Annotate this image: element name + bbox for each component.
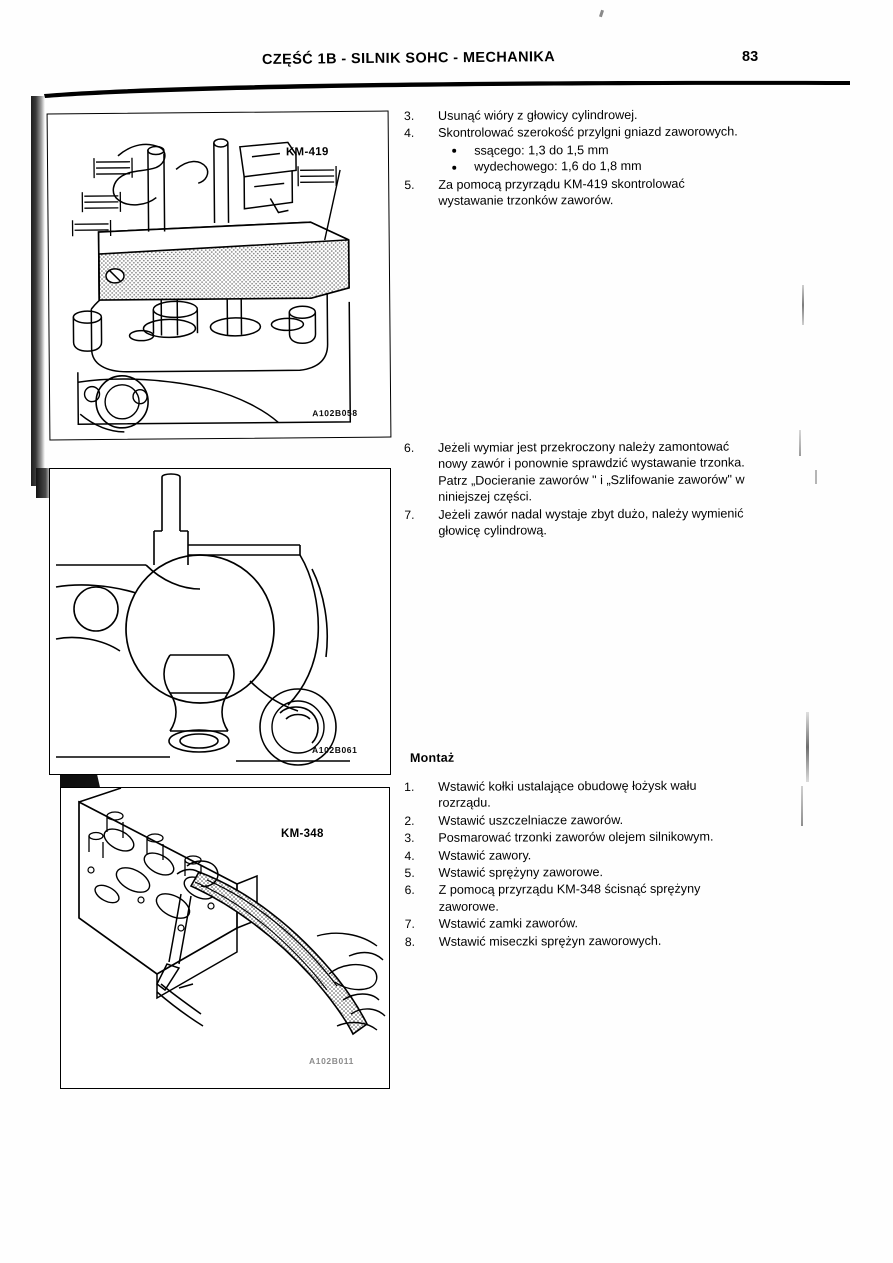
list-item: 7. Jeżeli zawór nadal wystaje zbyt dużo,…	[396, 505, 866, 540]
inspection-step-list: 3. Usunąć wióry z głowicy cylindrowej. 4…	[396, 106, 866, 210]
figure-valve-stem-section: A102B061	[49, 468, 391, 775]
step-text: Wstawić uszczelniacze zaworów.	[438, 812, 624, 828]
figure-3-illustration	[78, 788, 386, 1036]
section-heading-montaz: Montaż	[409, 750, 455, 765]
replacement-step-list: 6. Jeżeli wymiar jest przekroczony należ…	[396, 438, 866, 539]
scan-artifact-streak	[799, 430, 801, 456]
scan-artifact-streak	[815, 470, 817, 484]
list-item: 4. Skontrolować szerokość przylgni gniaz…	[396, 123, 866, 176]
figure-cylinder-head-km419: KM-419 A102B058	[46, 110, 392, 441]
step-number: 2.	[404, 813, 415, 828]
step-text: Wstawić kołki ustalające obudowę łożysk …	[438, 778, 697, 794]
list-item: 5. Za pomocą przyrządu KM-419 skontrolow…	[396, 175, 866, 210]
figure-3-code: A102B011	[309, 1056, 354, 1066]
step-number: 8.	[404, 934, 416, 949]
header-divider-rule	[42, 80, 852, 98]
figure-1-tool-label: KM-419	[285, 146, 329, 159]
step-number: 7.	[404, 917, 415, 932]
step-text: Z pomocą przyrządu KM-348 ścisnąć spręży…	[438, 882, 701, 898]
assembly-block: Montaż 1. Wstawić kołki ustalające obudo…	[396, 749, 867, 951]
step-number: 5.	[404, 865, 415, 880]
step-number: 7.	[404, 507, 415, 522]
step-text: Wstawić sprężyny zaworowe.	[438, 865, 604, 880]
step-text: Posmarować trzonki zaworów olejem silnik…	[438, 829, 714, 846]
step-text: Wstawić zamki zaworów.	[438, 916, 579, 932]
figure-3-tool-label: KM-348	[281, 828, 324, 840]
scan-artifact-streak	[802, 285, 804, 325]
step-text: Jeżeli zawór nadal wystaje zbyt dużo, na…	[438, 506, 744, 522]
list-item: 6. Z pomocą przyrządu KM-348 ścisnąć spr…	[397, 880, 867, 915]
figure-2-code: A102B061	[312, 745, 358, 755]
step-text: Jeżeli wymiar jest przekroczony należy z…	[438, 439, 730, 455]
list-item: 4. Wstawić zawory.	[396, 846, 866, 864]
step-number: 1.	[404, 779, 415, 794]
scan-binding-shadow	[31, 96, 45, 486]
page-header: CZĘŚĆ 1B - SILNIK SOHC - MECHANIKA 83	[0, 49, 893, 82]
list-item: 3. Usunąć wióry z głowicy cylindrowej.	[396, 106, 866, 124]
step-number: 6.	[404, 883, 415, 898]
list-item: ssącego: 1,3 do 1,5 mm	[438, 141, 866, 159]
figure-cylinder-head-km348: KM-348 A102B011	[60, 787, 390, 1089]
list-item: wydechowego: 1,6 do 1,8 mm	[438, 157, 866, 175]
figure-1-code: A102B058	[312, 407, 358, 419]
step-number: 6.	[404, 440, 415, 455]
step-number: 5.	[404, 177, 415, 192]
valve-seat-width-bullets: ssącego: 1,3 do 1,5 mm wydechowego: 1,6 …	[438, 141, 866, 176]
list-item: 7. Wstawić zamki zaworów.	[397, 914, 867, 932]
list-item: 8. Wstawić miseczki sprężyn zaworowych.	[397, 932, 867, 950]
scan-binding-shadow	[36, 468, 52, 498]
step-text: wystawanie trzonków zaworów.	[438, 193, 614, 209]
step-number: 4.	[404, 126, 415, 141]
step-text: Wstawić miseczki sprężyn zaworowych.	[438, 933, 662, 949]
scan-artifact-streak	[801, 786, 803, 826]
step-text: zaworowe.	[438, 899, 499, 914]
step-text: Patrz „Docieranie zaworów " i „Szlifowan…	[438, 472, 745, 488]
figure-1-illustration	[71, 138, 352, 433]
step-text: głowicę cylindrową.	[438, 523, 547, 538]
step-text: Usunąć wióry z głowicy cylindrowej.	[438, 107, 638, 123]
step-number: 3.	[404, 831, 415, 846]
step-text: niniejszej części.	[438, 489, 533, 505]
step-text: Za pomocą przyrządu KM-419 skontrolować	[438, 176, 685, 192]
step-number: 3.	[404, 108, 415, 123]
figure-2-illustration	[55, 473, 350, 766]
step-number: 4.	[404, 848, 415, 863]
replacement-steps-block: 6. Jeżeli wymiar jest przekroczony należ…	[396, 438, 866, 540]
step-text: Skontrolować szerokość przylgni gniazd z…	[438, 124, 738, 141]
step-text: rozrządu.	[438, 795, 491, 811]
inspection-steps-block: 3. Usunąć wióry z głowicy cylindrowej. 4…	[396, 106, 866, 211]
list-item: 6. Jeżeli wymiar jest przekroczony należ…	[396, 438, 866, 506]
list-item: 1. Wstawić kołki ustalające obudowę łoży…	[396, 777, 866, 812]
page-title: CZĘŚĆ 1B - SILNIK SOHC - MECHANIKA	[261, 49, 556, 68]
assembly-step-list: 1. Wstawić kołki ustalające obudowę łoży…	[396, 777, 867, 950]
page-number: 83	[742, 49, 759, 65]
list-item: 3. Posmarować trzonki zaworów olejem sil…	[396, 828, 866, 846]
step-text: nowy zawór i ponownie sprawdzić wystawan…	[438, 455, 745, 472]
scan-artifact-streak	[806, 712, 809, 782]
list-item: 2. Wstawić uszczelniacze zaworów.	[396, 811, 866, 829]
step-text: Wstawić zawory.	[438, 848, 532, 863]
list-item: 5. Wstawić sprężyny zaworowe.	[396, 863, 866, 881]
